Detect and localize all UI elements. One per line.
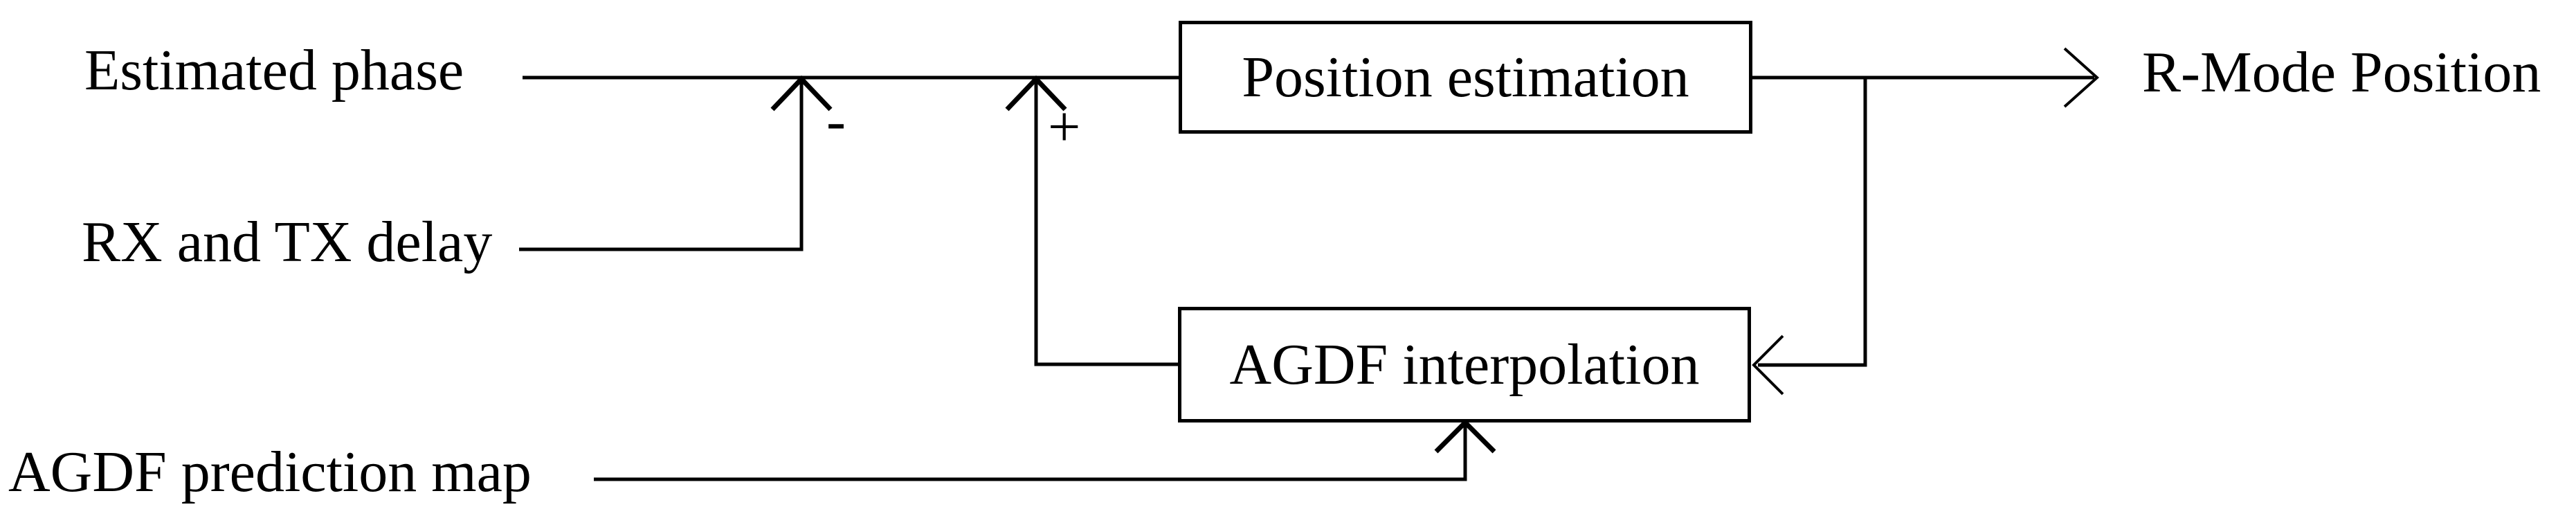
node-position-estimation-label: Position estimation bbox=[1242, 44, 1689, 109]
agdf-feedback-wire bbox=[1034, 80, 1178, 366]
plus-junction-arrowhead-up-icon bbox=[1005, 75, 1067, 112]
feedback-arrowhead-left-icon bbox=[1752, 335, 1784, 395]
label-agdf-prediction-map: AGDF prediction map bbox=[8, 440, 532, 504]
output-arrowhead-right-icon bbox=[2063, 47, 2100, 108]
minus-junction-arrowhead-up-icon bbox=[770, 75, 833, 112]
node-agdf-interpolation-label: AGDF interpolation bbox=[1229, 332, 1700, 397]
output-branch-wire bbox=[1758, 79, 1867, 367]
agdf-prediction-wire bbox=[594, 425, 1467, 481]
label-r-mode-position: R-Mode Position bbox=[2142, 40, 2541, 105]
label-rx-tx-delay: RX and TX delay bbox=[82, 210, 493, 274]
plus-sign: + bbox=[1048, 95, 1081, 159]
node-position-estimation: Position estimation bbox=[1179, 21, 1752, 134]
rx-tx-delay-wire bbox=[519, 80, 804, 251]
label-estimated-phase: Estimated phase bbox=[84, 38, 464, 103]
node-agdf-interpolation: AGDF interpolation bbox=[1178, 307, 1751, 422]
minus-sign: - bbox=[826, 89, 846, 153]
prediction-arrowhead-up-icon bbox=[1434, 419, 1496, 454]
